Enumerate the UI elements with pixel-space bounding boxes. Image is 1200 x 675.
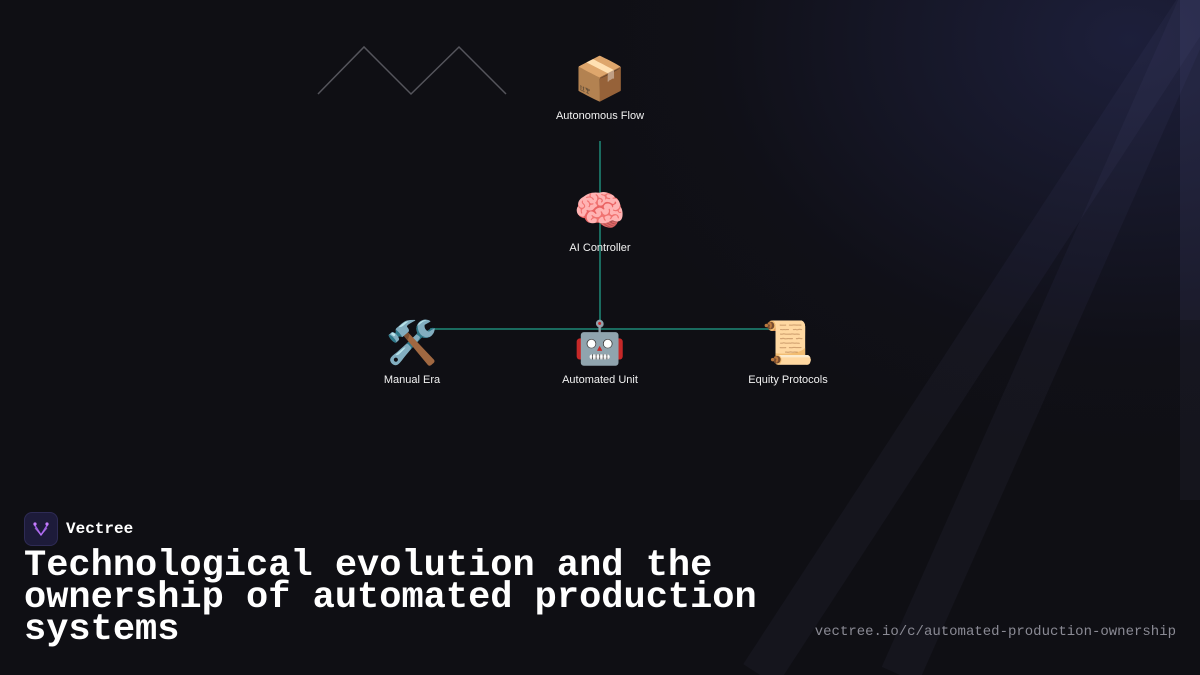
scroll-icon: 📜 (761, 318, 815, 367)
node-label: Automated Unit (562, 374, 638, 386)
brain-icon: 🧠 (573, 186, 627, 235)
node-label: Manual Era (383, 374, 441, 386)
package-icon: 📦 (573, 54, 627, 103)
robot-icon: 🤖 (573, 318, 627, 367)
node-label: AI Controller (569, 242, 631, 254)
brand: Vectree (24, 512, 133, 546)
node-ai-controller[interactable]: 🧠 AI Controller (520, 186, 680, 254)
node-manual-era[interactable]: 🛠️ Manual Era (332, 318, 492, 386)
page-url[interactable]: vectree.io/c/automated-production-owners… (814, 624, 1176, 640)
node-equity-protocols[interactable]: 📜 Equity Protocols (708, 318, 868, 386)
junction-dot (596, 320, 604, 328)
decorative-zigzag-line (317, 45, 507, 96)
diagram-edges (430, 141, 770, 330)
node-automated-unit[interactable]: 🤖 Automated Unit (520, 318, 680, 386)
brand-name: Vectree (66, 520, 134, 538)
node-label: Equity Protocols (748, 374, 828, 386)
node-label: Autonomous Flow (555, 110, 645, 122)
node-autonomous-flow[interactable]: 📦 Autonomous Flow (520, 54, 680, 122)
tools-icon: 🛠️ (385, 318, 439, 367)
page-title: Technological evolution and the ownershi… (24, 545, 757, 651)
vectree-logo-icon (24, 512, 58, 546)
